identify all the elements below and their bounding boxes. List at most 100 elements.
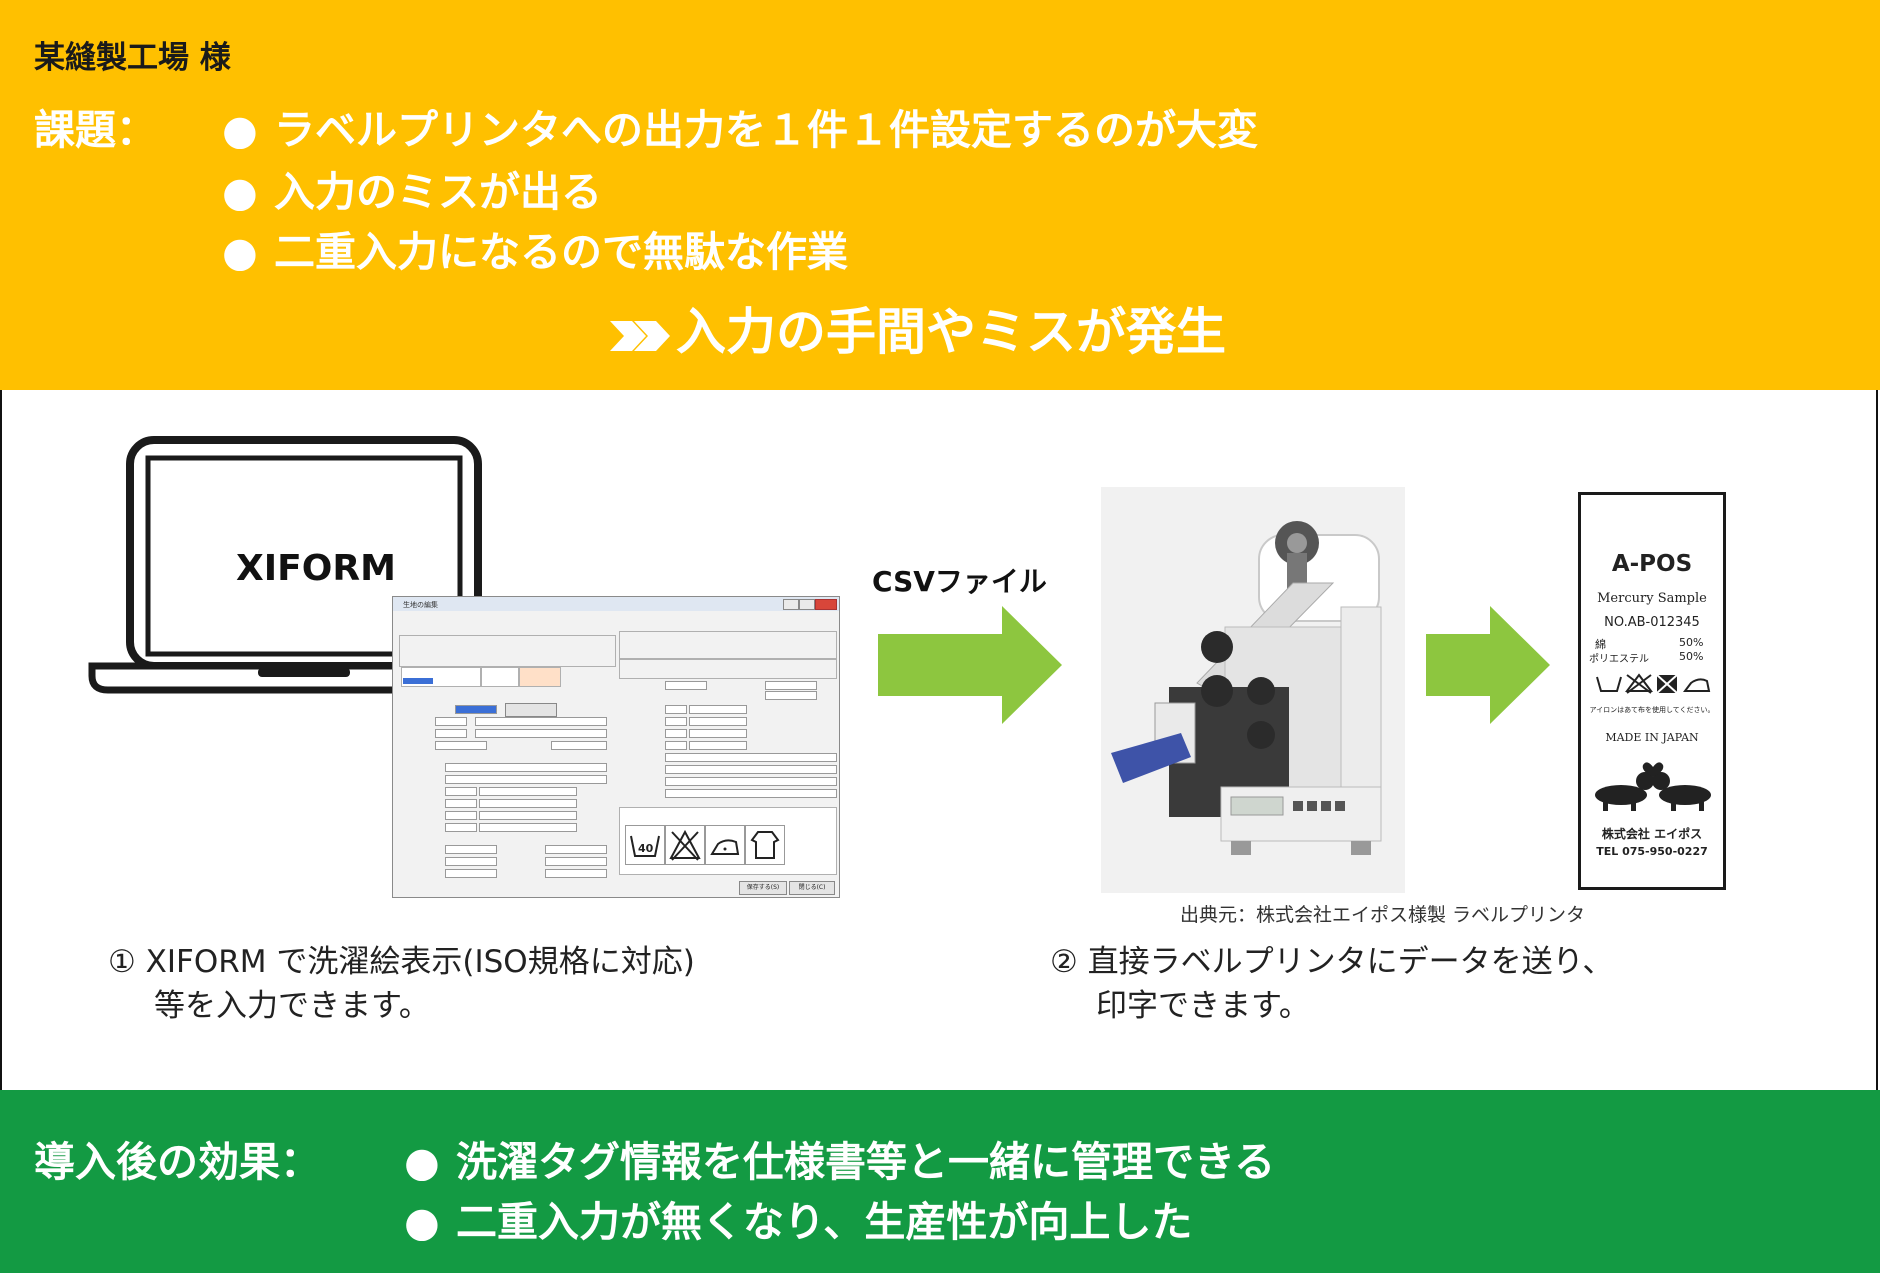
form-field[interactable] bbox=[445, 811, 477, 820]
form-field[interactable] bbox=[665, 777, 837, 786]
effect-item: ● 二重入力が無くなり、生産性が向上した bbox=[404, 1188, 1192, 1248]
form-field[interactable] bbox=[665, 681, 707, 690]
issue-item: ●入力のミスが出る bbox=[222, 158, 602, 218]
tag-fiber2-pct: 50% bbox=[1679, 650, 1704, 663]
right-arrow-icon bbox=[1426, 606, 1550, 724]
effect-label: 導入後の効果： bbox=[34, 1138, 321, 1186]
tag-number: NO.AB-012345 bbox=[1604, 615, 1700, 630]
laptop-title: XIFORM bbox=[236, 548, 396, 589]
app-window: 生地の編集 40 bbox=[392, 596, 840, 898]
step2-line: 印字できます。 bbox=[1096, 988, 1310, 1024]
form-field[interactable] bbox=[445, 823, 477, 832]
step1-line: 等を入力できます。 bbox=[154, 988, 430, 1024]
form-field[interactable] bbox=[665, 753, 837, 762]
form-field[interactable] bbox=[765, 681, 817, 690]
effect-text: 二重入力が無くなり、生産性が向上した bbox=[456, 1198, 1193, 1246]
form-button[interactable] bbox=[505, 703, 557, 717]
form-field[interactable] bbox=[445, 857, 497, 866]
form-field[interactable] bbox=[689, 717, 747, 726]
close-icon[interactable] bbox=[815, 599, 837, 610]
csv-file-label: CSVファイル bbox=[872, 565, 1047, 598]
tag-iron-note: アイロンはあて布を使用してください。 bbox=[1589, 706, 1715, 714]
form-field[interactable] bbox=[665, 789, 837, 798]
label-printer-photo bbox=[1101, 487, 1405, 893]
form-field[interactable] bbox=[689, 729, 747, 738]
form-field[interactable] bbox=[479, 823, 577, 832]
form-field[interactable] bbox=[445, 787, 477, 796]
care-label-tag: A-POS Mercury Sample NO.AB-012345 綿 50% … bbox=[1578, 492, 1726, 890]
form-field[interactable] bbox=[479, 799, 577, 808]
workflow-panel bbox=[0, 390, 1878, 1090]
issue-text: 二重入力になるので無駄な作業 bbox=[274, 228, 848, 276]
bullet-icon: ● bbox=[222, 106, 258, 154]
tag-tel: TEL 075-950-0227 bbox=[1596, 845, 1708, 858]
maximize-icon[interactable] bbox=[799, 599, 815, 610]
form-field[interactable] bbox=[689, 741, 747, 750]
right-arrow-icon bbox=[878, 606, 1062, 724]
close-button[interactable]: 閉じる(C) bbox=[789, 881, 835, 895]
form-group bbox=[399, 635, 616, 667]
form-field[interactable] bbox=[475, 717, 607, 726]
step1-caption: ① XIFORM で洗濯絵表示(ISO規格に対応) 等を入力できます。 bbox=[108, 940, 695, 1028]
form-field[interactable] bbox=[665, 765, 837, 774]
selected-row bbox=[403, 678, 433, 684]
bullet-icon: ● bbox=[404, 1138, 440, 1186]
form-field[interactable] bbox=[545, 845, 607, 854]
form-field[interactable] bbox=[435, 741, 487, 750]
item-code-field[interactable] bbox=[455, 705, 497, 714]
source-caption: 出典元：株式会社エイポス様製 ラベルプリンタ bbox=[1180, 904, 1586, 926]
form-field[interactable] bbox=[435, 729, 467, 738]
tag-sample: Mercury Sample bbox=[1597, 591, 1707, 606]
form-field[interactable] bbox=[445, 775, 607, 784]
form-field[interactable] bbox=[479, 811, 577, 820]
form-field[interactable] bbox=[665, 729, 687, 738]
double-chevron-icon bbox=[610, 320, 670, 351]
form-field[interactable] bbox=[479, 787, 577, 796]
save-button[interactable]: 保存する(S) bbox=[739, 881, 787, 895]
app-window-title: 生地の編集 bbox=[403, 601, 438, 609]
dry-clean-icon bbox=[745, 825, 785, 865]
care-symbols-icon bbox=[1596, 673, 1711, 694]
tag-origin: MADE IN JAPAN bbox=[1605, 731, 1699, 744]
issue-label: 課題： bbox=[34, 106, 157, 154]
client-name: 某縫製工場 様 bbox=[34, 40, 231, 76]
form-field[interactable] bbox=[665, 741, 687, 750]
bullet-icon: ● bbox=[222, 228, 258, 276]
form-field[interactable] bbox=[445, 869, 497, 878]
app-titlebar bbox=[393, 597, 839, 611]
effect-item: ● 洗濯タグ情報を仕様書等と一緒に管理できる bbox=[404, 1128, 1275, 1188]
iron-icon bbox=[705, 825, 745, 865]
form-field[interactable] bbox=[445, 799, 477, 808]
issue-item: ● ラベルプリンタへの出力を１件１件設定するのが大変 bbox=[222, 96, 1258, 156]
form-field[interactable] bbox=[475, 729, 607, 738]
form-field[interactable] bbox=[665, 705, 687, 714]
form-field[interactable] bbox=[689, 705, 747, 714]
minimize-icon[interactable] bbox=[783, 599, 799, 610]
effect-text: 洗濯タグ情報を仕様書等と一緒に管理できる bbox=[456, 1138, 1276, 1186]
tag-fiber2: ポリエステル bbox=[1589, 654, 1649, 665]
issues-banner bbox=[0, 0, 1880, 390]
form-field[interactable] bbox=[445, 845, 497, 854]
no-bleach-icon bbox=[665, 825, 705, 865]
tag-fiber1-pct: 50% bbox=[1679, 636, 1704, 649]
form-field[interactable] bbox=[551, 741, 607, 750]
result-line: 入力の手間やミスが発生 bbox=[610, 292, 1226, 364]
svg-text:40: 40 bbox=[638, 842, 654, 855]
form-field[interactable] bbox=[765, 691, 817, 700]
step1-line: ① XIFORM で洗濯絵表示(ISO規格に対応) bbox=[108, 944, 695, 980]
form-field[interactable] bbox=[435, 717, 467, 726]
bullet-icon: ● bbox=[404, 1198, 440, 1246]
form-field[interactable] bbox=[445, 763, 607, 772]
tag-fiber1: 綿 bbox=[1595, 638, 1606, 651]
bullet-icon: ● bbox=[222, 168, 258, 216]
issue-text: ラベルプリンタへの出力を１件１件設定するのが大変 bbox=[274, 106, 1258, 154]
step2-caption: ② 直接ラベルプリンタにデータを送り、 印字できます。 bbox=[1050, 940, 1613, 1028]
form-field[interactable] bbox=[545, 869, 607, 878]
form-field[interactable] bbox=[545, 857, 607, 866]
step2-line: ② 直接ラベルプリンタにデータを送り、 bbox=[1050, 944, 1614, 980]
form-field[interactable] bbox=[665, 717, 687, 726]
result-text: 入力の手間やミスが発生 bbox=[676, 303, 1226, 361]
list-box bbox=[481, 667, 519, 687]
list-box bbox=[401, 667, 481, 687]
form-group bbox=[619, 659, 837, 679]
